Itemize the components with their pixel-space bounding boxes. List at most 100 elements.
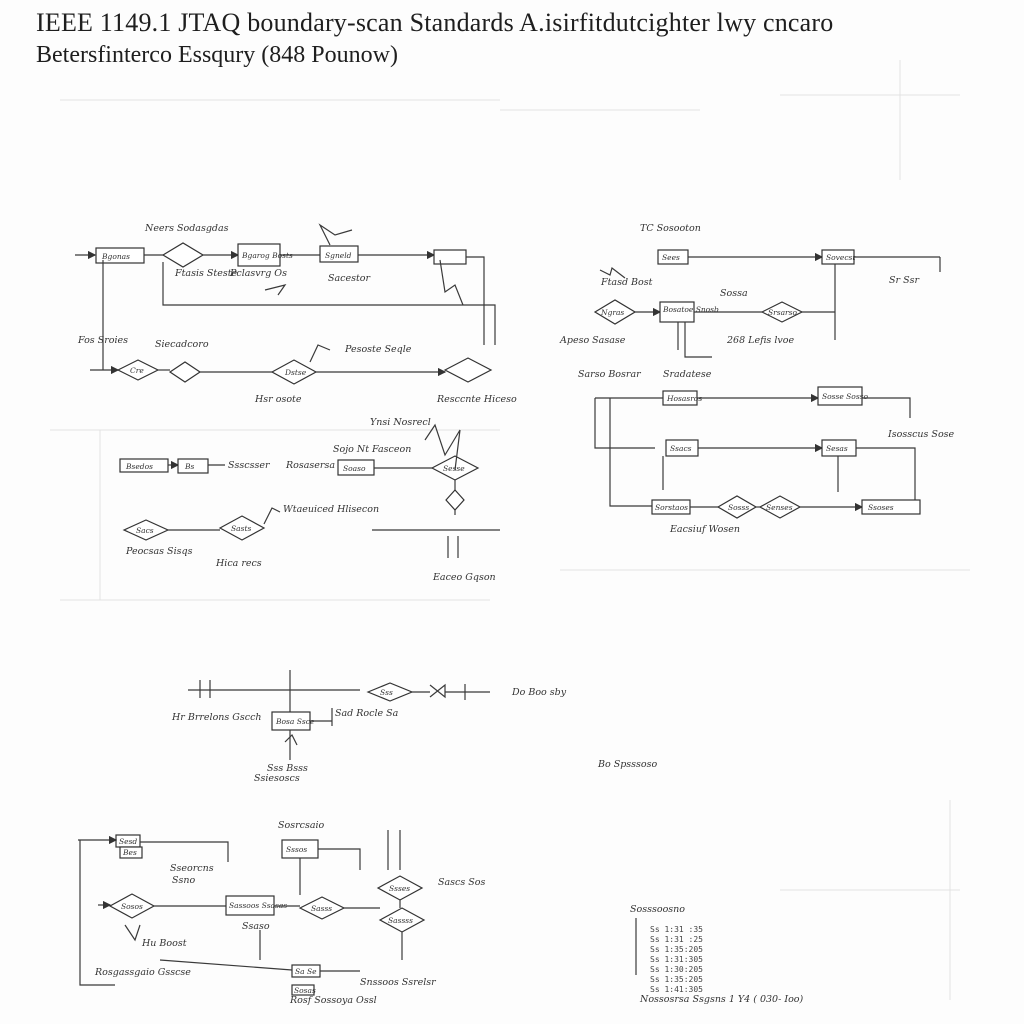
svg-text:Sr Ssr: Sr Ssr	[889, 275, 920, 286]
tl-diamond-8	[218, 515, 266, 541]
bl-box-6	[291, 984, 315, 996]
svg-text:Bgonas: Bgonas	[101, 252, 130, 261]
svg-text:Hsr osote: Hsr osote	[254, 394, 302, 405]
svg-text:Ss 1:31:305: Ss 1:31:305	[650, 955, 703, 964]
svg-text:Senses: Senses	[766, 503, 793, 512]
svg-text:Sassoos Ssasas: Sassoos Ssasas	[229, 901, 287, 910]
svg-text:Ss 1:41:305: Ss 1:41:305	[650, 985, 703, 994]
block-top-right: TC Sosooton Sees Sovecst Sr Ssr Ftasd Bo…	[559, 223, 955, 535]
svg-text:Resccnte Hiceso: Resccnte Hiceso	[436, 394, 517, 405]
svg-text:Sosss: Sosss	[728, 503, 749, 512]
svg-text:Sesd: Sesd	[119, 837, 137, 846]
svg-text:TC Sosooton: TC Sosooton	[640, 223, 701, 234]
svg-text:Ssoses: Ssoses	[868, 503, 894, 512]
svg-text:Bosatoe Snosb: Bosatoe Snosb	[662, 305, 719, 314]
svg-text:Sosse Sosso: Sosse Sosso	[822, 392, 869, 401]
page-title: IEEE 1149.1 JTAQ boundary-scan Standards…	[36, 8, 834, 37]
svg-text:Eacsiuf Wosen: Eacsiuf Wosen	[669, 524, 740, 535]
tl-box-3	[319, 245, 359, 263]
svg-text:Ssscsser: Ssscsser	[228, 460, 271, 471]
bl-diamond-3	[376, 875, 424, 901]
svg-text:Ftasd Bost: Ftasd Bost	[600, 277, 653, 288]
svg-text:Isosscus Sose: Isosscus Sose	[887, 429, 955, 440]
svg-text:Sseorcns: Sseorcns	[170, 863, 214, 874]
svg-text:Sgneld: Sgneld	[325, 251, 352, 260]
svg-text:Sa Se: Sa Se	[295, 967, 317, 976]
svg-text:Ssses: Ssses	[389, 884, 410, 893]
svg-text:Bo Spsssoso: Bo Spsssoso	[597, 759, 658, 770]
svg-text:Sees: Sees	[662, 253, 680, 262]
svg-text:Sesse: Sesse	[443, 464, 465, 473]
tr-box-6	[817, 386, 863, 406]
svg-text:Sradatese: Sradatese	[663, 369, 712, 380]
tl-diamond-3	[168, 361, 202, 383]
svg-text:Wtaeuiced Hlisecon: Wtaeuiced Hlisecon	[283, 504, 379, 515]
tr-box-10	[861, 499, 921, 515]
background-ghost-lines	[50, 60, 970, 1000]
svg-text:Bgarog Bosts: Bgarog Bosts	[241, 251, 293, 260]
block-bottom-left: Sesd Bes Sseorcns Ssno Sosos Sassoos Ssa…	[78, 820, 485, 1006]
svg-text:Rosasersa: Rosasersa	[285, 460, 335, 471]
svg-text:Sovecst: Sovecst	[826, 253, 856, 262]
bl-box-2	[119, 846, 143, 859]
svg-text:Sosssoosno: Sosssoosno	[630, 904, 685, 915]
svg-text:Ssno: Ssno	[172, 875, 196, 886]
svg-text:Sacestor: Sacestor	[328, 273, 372, 284]
tl-diamond-1	[161, 242, 205, 268]
svg-text:Eaceo Gqson: Eaceo Gqson	[432, 572, 496, 583]
svg-text:268 Lefis lvoe: 268 Lefis lvoe	[726, 335, 794, 346]
svg-text:Pesoste Seqle: Pesoste Seqle	[344, 344, 412, 355]
block-top-left: Neers Sodasgdas Bgonas Bgarog Bosts Sgne…	[75, 223, 517, 583]
svg-text:Sossa: Sossa	[720, 288, 748, 299]
svg-text:Sassss: Sassss	[388, 916, 413, 925]
svg-text:Sasts: Sasts	[231, 524, 251, 533]
svg-text:Hica recs: Hica recs	[215, 558, 262, 569]
svg-text:Ssaso: Ssaso	[242, 921, 270, 932]
svg-text:Sacs: Sacs	[136, 526, 154, 535]
svg-text:Sasss: Sasss	[311, 904, 332, 913]
svg-text:Sesas: Sesas	[826, 444, 848, 453]
svg-text:Ss 1:31 :35: Ss 1:31 :35	[650, 925, 703, 934]
svg-text:Srsarso: Srsarso	[768, 308, 797, 317]
svg-text:Sss Bsss: Sss Bsss	[267, 763, 308, 774]
svg-text:Ssiesoscs: Ssiesoscs	[254, 773, 300, 784]
svg-text:Hu Boost: Hu Boost	[141, 938, 187, 949]
svg-text:Ss 1:35:205: Ss 1:35:205	[650, 945, 703, 954]
svg-text:Ssacs: Ssacs	[670, 444, 692, 453]
svg-text:Soaso: Soaso	[343, 464, 366, 473]
svg-text:Do Boo sby: Do Boo sby	[511, 687, 567, 698]
svg-text:Bsedos: Bsedos	[125, 462, 153, 471]
svg-text:Ss 1:35:205: Ss 1:35:205	[650, 975, 703, 984]
block-bottom-right: Sosssoosno Ss 1:31 :35 Ss 1:31 :25 Ss 1:…	[630, 904, 804, 1005]
svg-text:Siecadcoro: Siecadcoro	[155, 339, 209, 350]
tl-diamond-5	[443, 357, 493, 383]
svg-text:Bes: Bes	[122, 848, 137, 857]
svg-text:Sorstaos: Sorstaos	[655, 503, 688, 512]
svg-text:Sss: Sss	[380, 688, 393, 697]
svg-text:Sosas: Sosas	[294, 986, 316, 995]
svg-text:Sosrcsaio: Sosrcsaio	[278, 820, 325, 831]
svg-text:Pclasvrg Os: Pclasvrg Os	[229, 268, 287, 279]
svg-text:Sssos: Sssos	[286, 845, 307, 854]
svg-text:Sarso Bosrar: Sarso Bosrar	[578, 369, 642, 380]
tl-box-r2	[177, 458, 209, 474]
svg-text:Ynsi Nosrecl: Ynsi Nosrecl	[370, 417, 431, 428]
svg-text:Bosa Ssce: Bosa Ssce	[275, 717, 315, 726]
svg-text:Nossosrsa Ssgsns 1 Y4 ( 030-: Nossosrsa Ssgsns 1 Y4 ( 030- Ioo)	[639, 994, 804, 1005]
tl-top-label: Neers Sodasgdas	[144, 223, 229, 234]
svg-text:Sad Rocle Sa: Sad Rocle Sa	[335, 708, 399, 719]
svg-text:Peocsas Sisqs: Peocsas Sisqs	[125, 546, 193, 557]
svg-text:Dstse: Dstse	[284, 368, 307, 377]
page-subtitle: Betersfinterco Essqury (848 Pounow)	[36, 42, 398, 68]
svg-text:Ngras: Ngras	[600, 308, 624, 317]
svg-text:Ss 1:31 :25: Ss 1:31 :25	[650, 935, 703, 944]
svg-text:Apeso Sasase: Apeso Sasase	[559, 335, 626, 346]
svg-text:Rosf Sossoya Ossl: Rosf Sossoya Ossl	[289, 995, 377, 1006]
svg-text:Sojo Nt Fasceon: Sojo Nt Fasceon	[333, 444, 411, 455]
bl-diamond-4	[378, 907, 426, 933]
svg-text:Cre: Cre	[130, 366, 144, 375]
svg-text:Bs: Bs	[184, 462, 195, 471]
svg-text:Snssoos Ssrelsr: Snssoos Ssrelsr	[360, 977, 437, 988]
